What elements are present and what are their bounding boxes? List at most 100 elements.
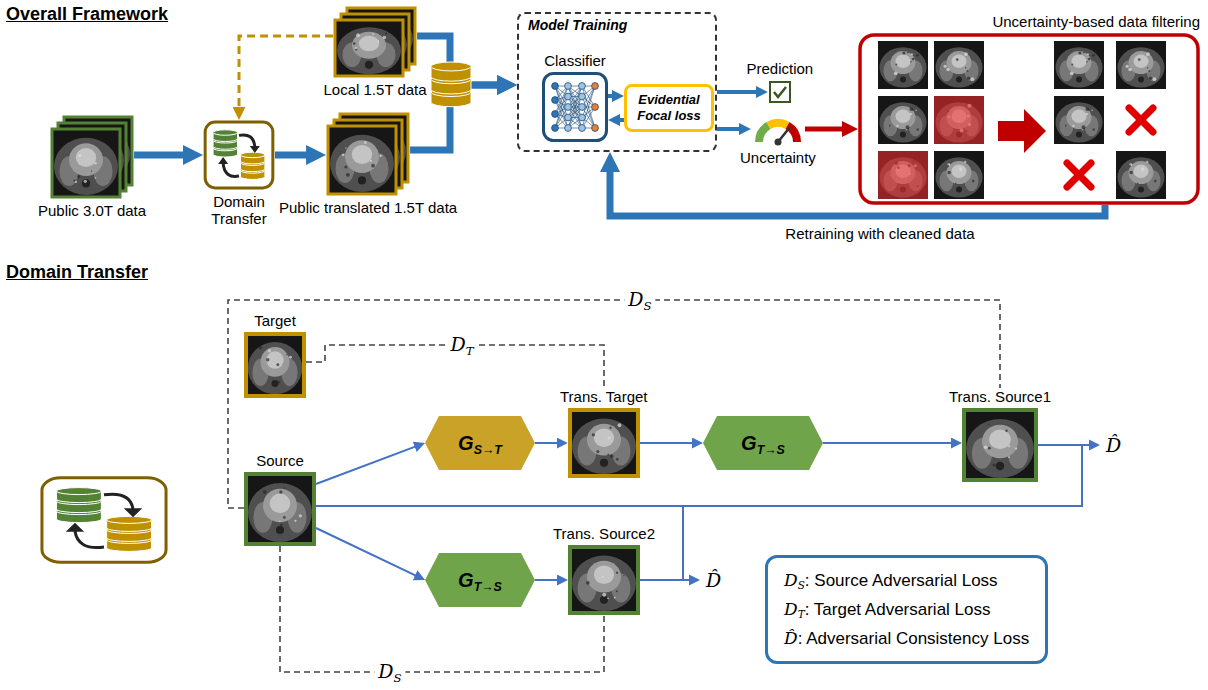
text-part: T→S bbox=[474, 580, 502, 594]
circle-shape bbox=[1078, 51, 1081, 54]
rect-shape bbox=[1116, 41, 1166, 89]
circle-shape bbox=[900, 131, 906, 137]
circle-shape bbox=[1015, 447, 1017, 449]
rect-shape bbox=[860, 35, 1198, 203]
image-frame: Target bbox=[244, 312, 306, 398]
circle-shape bbox=[552, 125, 559, 132]
circle-shape bbox=[617, 423, 621, 427]
circle-shape bbox=[915, 110, 916, 111]
circle-shape bbox=[616, 572, 618, 574]
node-graphic bbox=[203, 120, 275, 190]
legend-row: DT: Target Adversarial Loss bbox=[784, 595, 1029, 624]
node-graphic bbox=[244, 472, 316, 546]
circle-shape bbox=[971, 77, 975, 81]
text-part: S bbox=[644, 299, 652, 313]
circle-shape bbox=[266, 358, 269, 361]
edge-label-holder: DS bbox=[624, 288, 655, 312]
ellipse-shape bbox=[966, 419, 1034, 478]
label-holder: D̂ bbox=[1106, 434, 1121, 457]
circle-shape bbox=[956, 76, 962, 82]
text-part: G bbox=[458, 569, 474, 591]
text-part: G bbox=[741, 432, 757, 454]
circle-shape bbox=[1070, 71, 1074, 75]
circle-shape bbox=[289, 356, 292, 359]
edge-label: DS bbox=[624, 288, 655, 312]
node-graphic bbox=[858, 33, 1200, 205]
label-holder: Domain Transfer bbox=[6, 262, 148, 284]
path-shape bbox=[223, 163, 239, 176]
ellipse-shape bbox=[330, 135, 394, 192]
circle-shape bbox=[944, 65, 947, 68]
line-shape bbox=[1067, 163, 1091, 187]
circle-shape bbox=[82, 179, 90, 187]
legend-box: DS: Source Adversarial LossDT: Target Ad… bbox=[765, 555, 1048, 664]
circle-shape bbox=[1065, 125, 1067, 127]
svg-shape bbox=[962, 408, 1038, 482]
circle-shape bbox=[565, 114, 572, 121]
circle-shape bbox=[274, 382, 276, 384]
circle-shape bbox=[1076, 76, 1082, 82]
rect-shape bbox=[878, 96, 928, 144]
ellipse-shape bbox=[587, 561, 621, 593]
image-stack: Local 1.5T data bbox=[324, 6, 427, 99]
flow-arrow bbox=[275, 152, 316, 159]
svg-shape bbox=[768, 80, 792, 104]
rect-shape bbox=[878, 151, 928, 199]
circle-shape bbox=[276, 526, 284, 534]
polygon-shape bbox=[998, 109, 1046, 153]
rect-shape bbox=[1054, 96, 1104, 144]
circle-shape bbox=[947, 163, 950, 166]
circle-shape bbox=[1088, 58, 1091, 61]
circle-shape bbox=[75, 181, 77, 183]
circle-shape bbox=[1129, 165, 1131, 167]
circle-shape bbox=[947, 171, 951, 175]
path-shape bbox=[640, 579, 693, 581]
circle-shape bbox=[380, 155, 382, 157]
generator-hexagon: GT→S bbox=[425, 553, 535, 607]
text-part: D bbox=[450, 333, 465, 355]
node-label: GT→S bbox=[458, 568, 502, 592]
legend-text: DS: Source Adversarial Loss bbox=[784, 566, 998, 595]
flow-arrow bbox=[717, 90, 762, 94]
text-part: D bbox=[784, 599, 798, 619]
ellipse-shape bbox=[1056, 102, 1103, 142]
flow-arrow bbox=[717, 127, 745, 131]
circle-shape bbox=[959, 167, 962, 170]
circle-shape bbox=[279, 490, 282, 493]
image-frame: Source bbox=[244, 452, 316, 546]
node-graphic bbox=[542, 72, 608, 142]
rect-shape bbox=[934, 96, 984, 144]
circle-shape bbox=[355, 47, 357, 49]
legend-text: D̂: Adversarial Consistency Loss bbox=[784, 624, 1029, 653]
circle-shape bbox=[1071, 63, 1073, 65]
svg-shape bbox=[50, 115, 134, 199]
node-label: Domain Transfer bbox=[203, 193, 275, 228]
circle-shape bbox=[902, 51, 905, 54]
circle-shape bbox=[565, 83, 572, 90]
node-label: Public translated 1.5T data bbox=[279, 199, 457, 217]
edge-label: DT bbox=[446, 333, 477, 357]
path-shape bbox=[774, 87, 786, 97]
path-shape bbox=[682, 506, 684, 580]
rect-shape bbox=[246, 474, 314, 544]
circle-shape bbox=[91, 171, 92, 172]
ellipse-shape bbox=[1067, 51, 1092, 74]
circle-shape bbox=[586, 581, 590, 585]
training-container: Model TrainingClassifierEvidential Focal… bbox=[517, 12, 717, 152]
node-label: Uncertainty bbox=[740, 149, 816, 167]
ellipse-shape bbox=[240, 152, 264, 157]
circle-shape bbox=[78, 154, 81, 157]
image-frame: Trans. Source1 bbox=[949, 388, 1051, 482]
circle-shape bbox=[972, 180, 975, 183]
flow-arrow bbox=[608, 94, 618, 98]
circle-shape bbox=[1146, 161, 1148, 163]
path-shape bbox=[1038, 444, 1092, 446]
line-shape bbox=[1067, 163, 1091, 187]
circle-shape bbox=[988, 447, 991, 450]
filtering-panel: Uncertainty-based data filtering bbox=[858, 13, 1200, 205]
circle-shape bbox=[299, 514, 302, 517]
ellipse-shape bbox=[352, 145, 372, 164]
title-holder: Overall Framework bbox=[6, 4, 168, 26]
rect-shape bbox=[934, 151, 984, 199]
ellipse-shape bbox=[891, 51, 916, 74]
